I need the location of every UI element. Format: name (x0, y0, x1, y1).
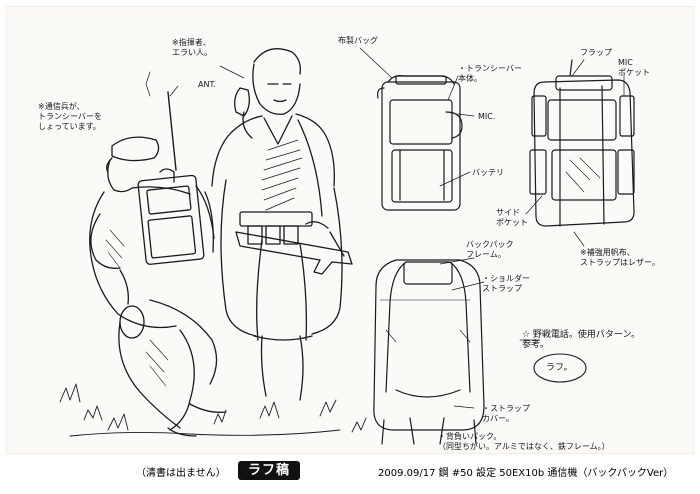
note-shoulder-strap: ・ショルダー ストラップ (482, 274, 530, 293)
note-carry: ・背負いパック。 （同型ちがい。アルミではなく、鉄フレーム。） (438, 432, 610, 451)
note-canvas-pack: 布製バッグ (338, 36, 378, 45)
note-field-phone: ☆ 野戦電話。使用パターン。 参考。 (522, 330, 640, 350)
note-strap: ※補強用帆布、 ストラップはレザー。 (580, 248, 660, 267)
note-mic: MIC. (478, 112, 496, 121)
note-side-pocket: サイド ポケット (496, 208, 528, 227)
note-battery: バッテリ (472, 168, 504, 177)
note-antenna: ANT. (198, 80, 216, 89)
footer-caption: 2009.09/17 鋼 #50 設定 50EX10b 通信機（バックパックVe… (378, 468, 674, 479)
backpack-front-sketch (377, 75, 463, 211)
rough-circle-mark (533, 353, 587, 383)
footer-left-note: （清書は出ません） (136, 468, 226, 479)
rough-draft-stamp: ラフ稿 (238, 461, 300, 480)
grass-tufts (59, 383, 367, 437)
backpack-back-sketch (373, 259, 485, 445)
footer: （清書は出ません） ラフ稿 2009.09/17 鋼 #50 設定 50EX10… (0, 456, 700, 494)
note-backpack-frame: バックパック フレーム。 (466, 240, 514, 259)
annotation-leaders (145, 47, 625, 409)
note-mic-pocket: MIC ポケット (618, 58, 650, 77)
backpack-angled-sketch (529, 59, 635, 227)
note-commander: ※指揮者、 エラい人。 (172, 38, 212, 57)
radio-operator-figure (89, 91, 227, 437)
note-transceiver-body: ・トランシーバー 本体。 (458, 64, 522, 83)
note-radio-operator: ※通信兵が、 トランシーバーを しょっています。 (38, 102, 102, 131)
note-strap-cover: ・ストラップ カバー。 (482, 404, 530, 423)
note-rough: ラフ。 (546, 363, 573, 373)
commander-figure (211, 48, 353, 401)
note-flap: フラップ (580, 48, 612, 57)
